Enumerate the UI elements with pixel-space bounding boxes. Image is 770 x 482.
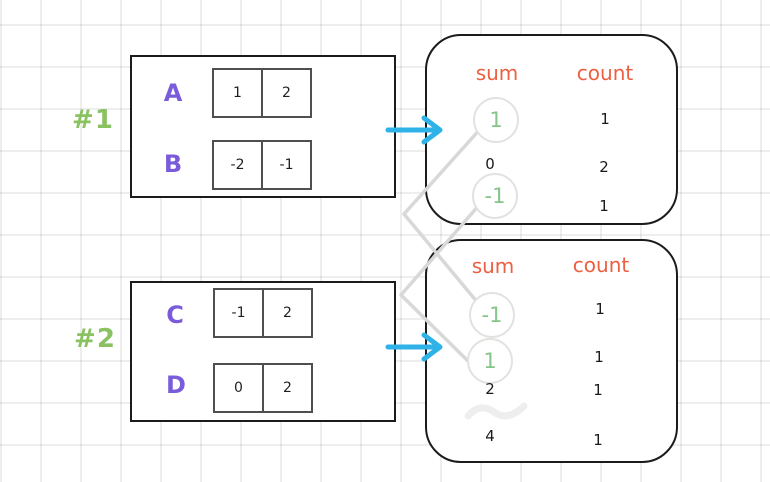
result-box-1: sum count 1 1 0 2 -1 1	[425, 34, 678, 225]
example-2-label: #2	[74, 324, 116, 354]
count-value: 1	[593, 431, 603, 449]
array-a-cells: 1 2	[212, 68, 312, 118]
sum-value: 2	[485, 380, 495, 398]
example-1-input-box: A 1 2 B -2 -1	[130, 55, 396, 198]
array-b-cells: -2 -1	[212, 140, 312, 190]
array-b-label: B	[163, 150, 183, 178]
array-cell: 0	[234, 380, 243, 396]
example-2-input-box: C -1 2 D 0 2	[130, 281, 396, 422]
count-value: 1	[599, 197, 609, 215]
sum-header: sum	[471, 254, 515, 278]
array-d-cells: 0 2	[213, 363, 313, 413]
array-cell: 1	[233, 85, 242, 101]
count-value: 1	[593, 381, 603, 399]
count-value: 1	[595, 300, 605, 318]
array-cell: 2	[262, 365, 311, 411]
array-c-label: C	[166, 301, 184, 329]
array-cell: -2	[230, 157, 245, 173]
count-value: 1	[600, 110, 610, 128]
array-c-cells: -1 2	[213, 288, 313, 338]
count-header: count	[572, 253, 630, 277]
count-value: 1	[594, 348, 604, 366]
sum-value: -1	[481, 303, 503, 327]
highlight-circle: 1	[473, 97, 519, 143]
count-value: 2	[599, 158, 609, 176]
highlight-circle: -1	[469, 292, 515, 338]
sum-value: -1	[484, 184, 506, 208]
highlight-circle: -1	[472, 173, 518, 219]
highlight-circle: 1	[467, 338, 513, 384]
array-cell: -1	[261, 142, 310, 188]
array-cell: 2	[261, 70, 310, 116]
result-box-2: sum count -1 1 1 1 2 1 4 1	[425, 239, 678, 463]
example-1-label: #1	[72, 105, 114, 135]
count-header: count	[576, 61, 634, 85]
array-d-label: D	[166, 371, 186, 399]
sum-value: 1	[483, 349, 497, 373]
sum-header: sum	[475, 61, 519, 85]
sum-value: 1	[489, 108, 503, 132]
sum-value: 4	[485, 427, 495, 445]
sum-value: 0	[485, 155, 495, 173]
array-cell: 2	[262, 290, 311, 336]
array-cell: -1	[231, 305, 246, 321]
array-a-label: A	[163, 79, 183, 107]
